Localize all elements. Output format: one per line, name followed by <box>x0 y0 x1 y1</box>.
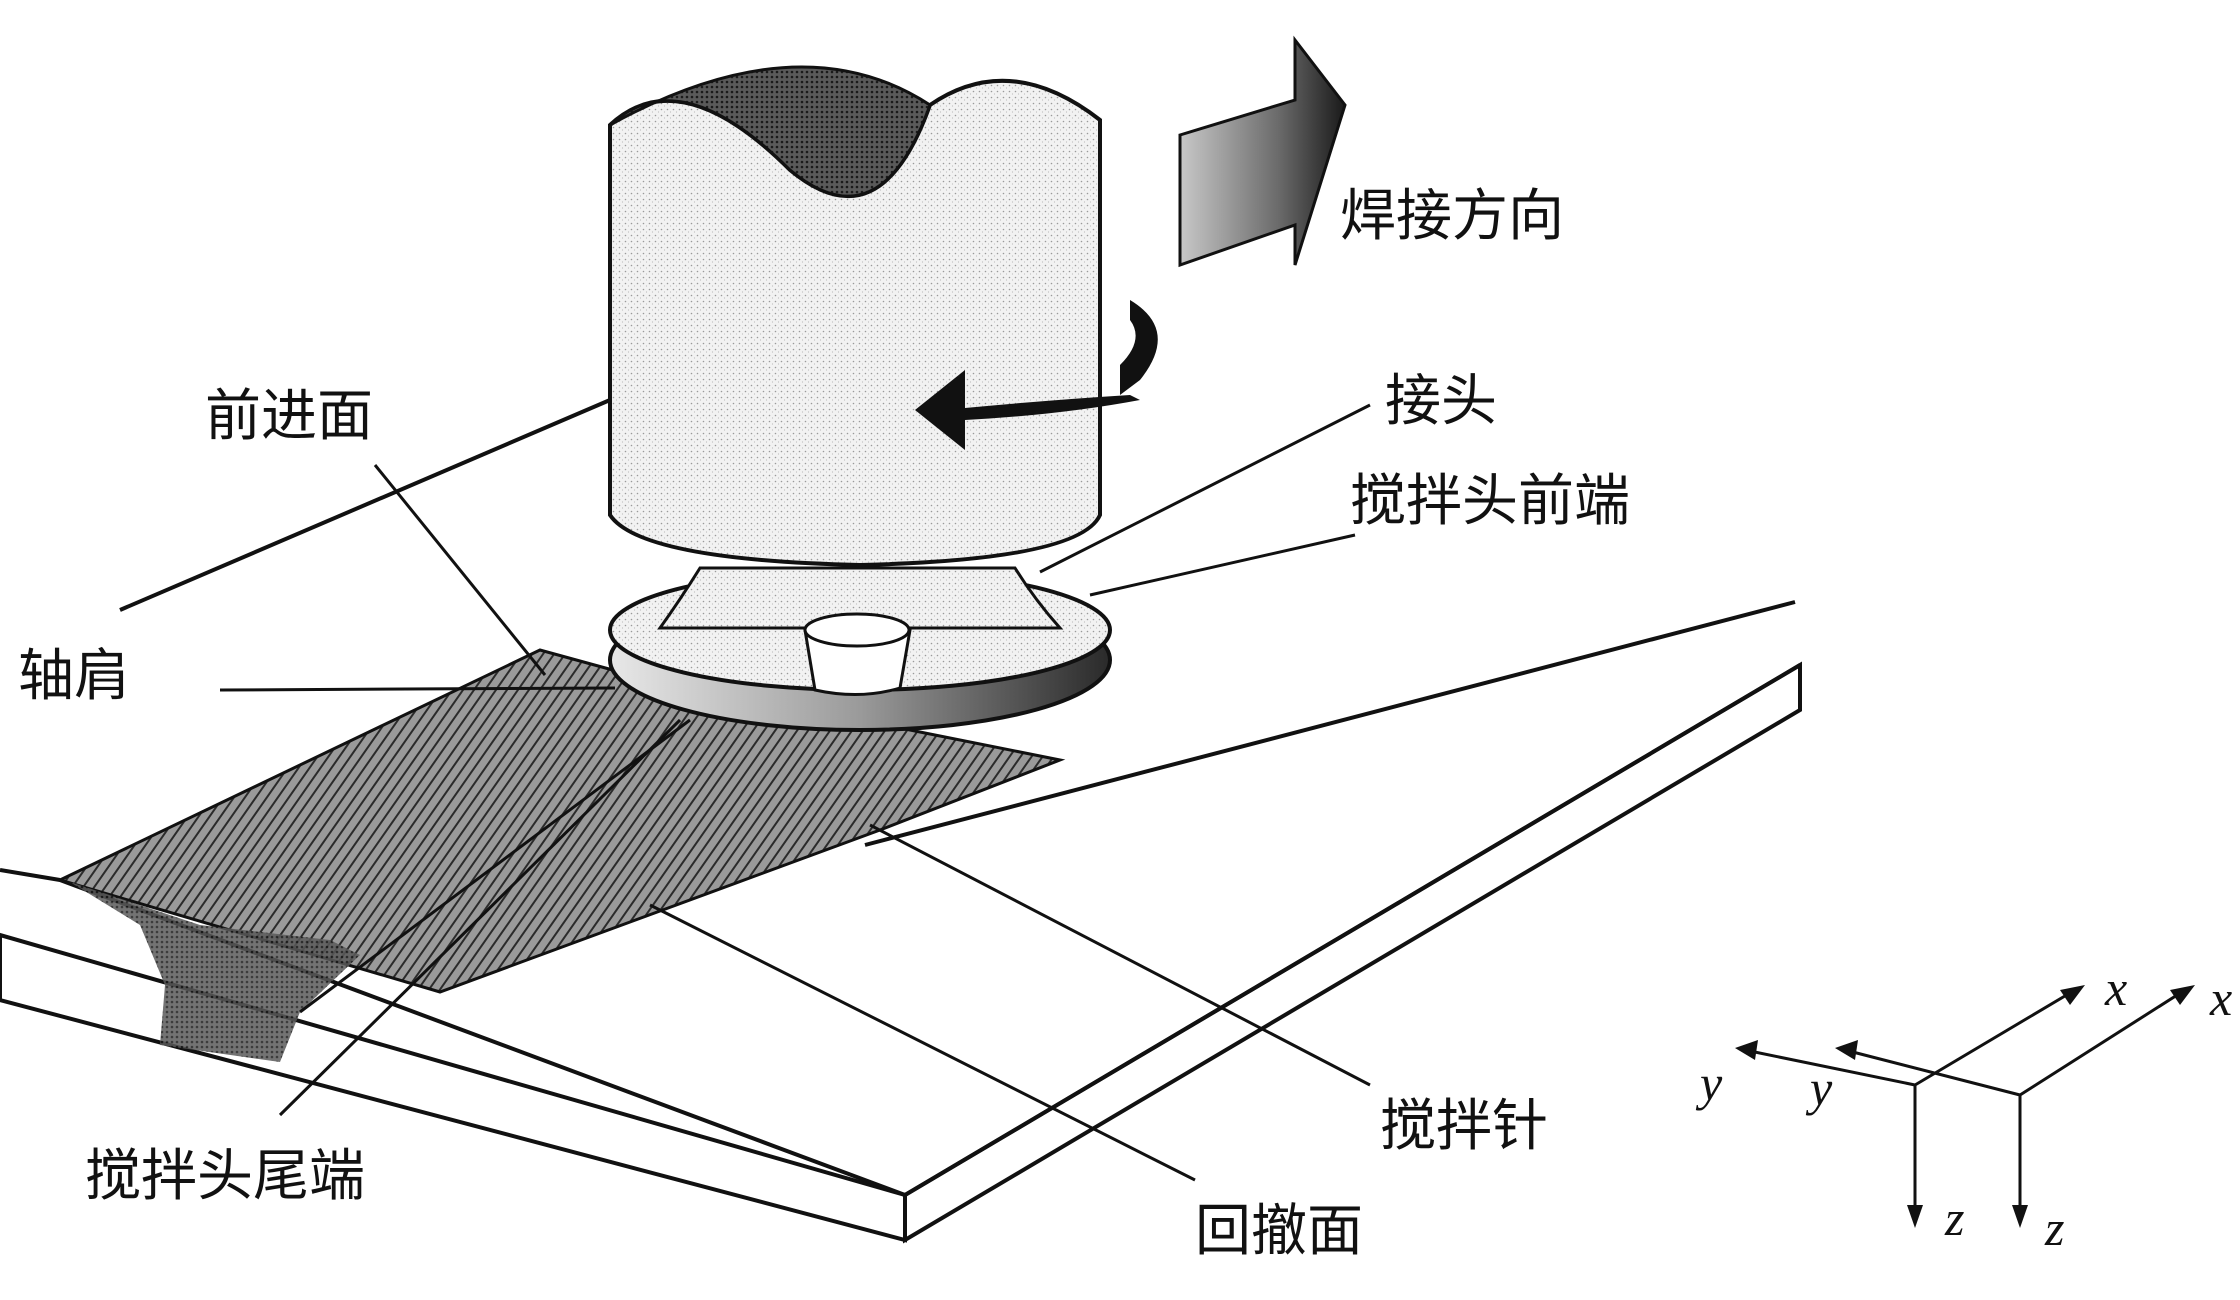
label-tool-leading-edge: 搅拌头前端 <box>1350 469 1630 534</box>
leader-leading-edge <box>1090 535 1355 595</box>
axis-x-local: x <box>2209 970 2232 1026</box>
label-advancing-side: 前进面 <box>205 384 373 449</box>
plate-side-face <box>905 665 1800 1240</box>
axis-z-global: z <box>1944 1190 1964 1246</box>
label-retreating-side: 回撤面 <box>1195 1199 1363 1264</box>
leader-pin <box>870 825 1370 1085</box>
tool-body <box>610 67 1100 565</box>
welding-direction-arrow-icon <box>1180 40 1345 265</box>
label-pin: 搅拌针 <box>1380 1094 1548 1159</box>
label-welding-direction: 焊接方向 <box>1340 184 1564 249</box>
plate-top-front-edge <box>0 870 60 880</box>
axes-local: x y z <box>1805 970 2232 1256</box>
pin-top <box>805 614 909 646</box>
leader-shoulder <box>220 688 615 690</box>
label-joint: 接头 <box>1385 369 1497 434</box>
label-tool-trailing-edge: 搅拌头尾端 <box>85 1144 365 1209</box>
leader-advancing-side <box>375 465 545 675</box>
leader-retreating-side <box>650 905 1195 1180</box>
axis-y-global: y <box>1695 1055 1723 1111</box>
axis-x-global: x <box>2104 960 2127 1016</box>
axis-y-local: y <box>1805 1060 1833 1116</box>
tool-pin <box>805 614 910 695</box>
label-shoulder: 轴肩 <box>18 644 130 709</box>
plate-right-edge-lower <box>905 665 1800 1195</box>
axis-z-local: z <box>2044 1200 2064 1256</box>
